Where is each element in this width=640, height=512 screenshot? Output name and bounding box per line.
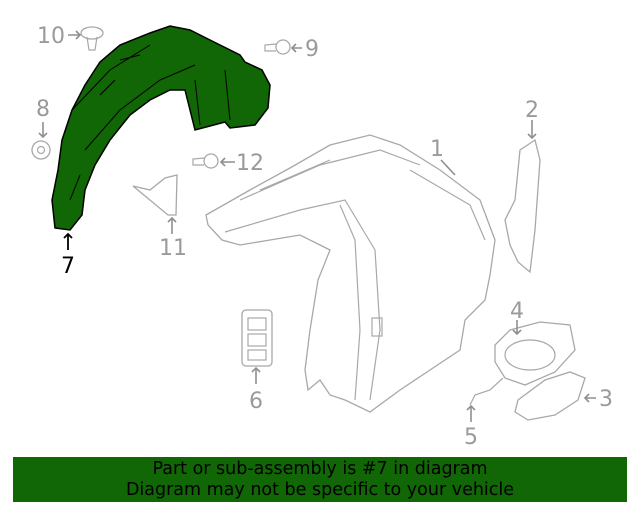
callout-7: 7	[61, 254, 75, 279]
callout-1: 1	[430, 137, 444, 162]
part-3-fuel-door[interactable]	[514, 371, 586, 421]
part-9-screw[interactable]	[264, 39, 291, 55]
callout-8: 8	[36, 97, 50, 122]
part-1-quarter-panel[interactable]	[205, 134, 496, 413]
callout-6: 6	[249, 389, 263, 414]
diagram-notice-banner: Part or sub-assembly is #7 in diagram Di…	[13, 457, 627, 502]
callout-10: 10	[37, 24, 65, 49]
callout-4: 4	[510, 299, 524, 324]
leader-arrows	[38, 30, 596, 422]
part-4-fuel-housing[interactable]	[494, 321, 576, 386]
part-5-drain-hose[interactable]	[469, 377, 504, 406]
part-12-screw[interactable]	[192, 153, 219, 169]
part-6-vent[interactable]	[241, 309, 273, 367]
callout-11: 11	[159, 236, 187, 261]
banner-line-1: Part or sub-assembly is #7 in diagram	[152, 459, 488, 479]
part-2-bracket[interactable]	[504, 138, 541, 274]
callout-9: 9	[305, 37, 319, 62]
banner-line-2: Diagram may not be specific to your vehi…	[125, 480, 515, 500]
part-10-clip[interactable]	[80, 26, 104, 51]
callout-12: 12	[236, 151, 264, 176]
part-8-nut[interactable]	[31, 140, 51, 160]
part-7-wheelhouse-liner[interactable]	[51, 25, 271, 231]
callout-3: 3	[599, 387, 613, 412]
callout-2: 2	[525, 98, 539, 123]
part-11-bracket[interactable]	[132, 174, 178, 216]
callout-5: 5	[464, 425, 478, 450]
